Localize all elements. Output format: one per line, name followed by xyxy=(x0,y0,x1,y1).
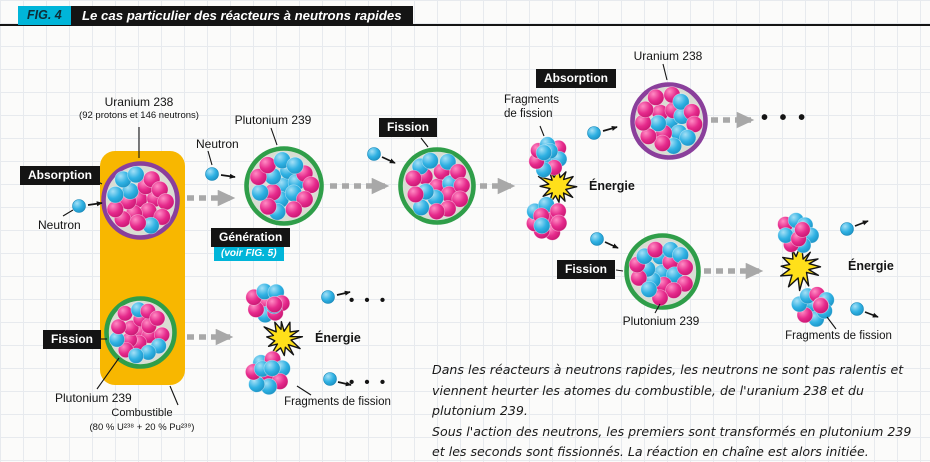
figure-number-badge: FIG. 4 xyxy=(18,6,71,25)
connector-line xyxy=(615,269,624,272)
connector-line xyxy=(296,385,312,396)
generation-fig5-ref: (voir FIG. 5) xyxy=(214,247,284,261)
plutonium-239-label-rod: Plutonium 239 xyxy=(55,391,132,405)
plutonium-239-atom-fission xyxy=(398,147,476,230)
absorption-tag-right: Absorption xyxy=(536,69,616,88)
plutonium-239-label-generation: Plutonium 239 xyxy=(234,113,312,127)
fission-tag-top: Fission xyxy=(379,118,438,137)
fission-fragments-cluster xyxy=(790,281,838,334)
uranium-238-atom-rod xyxy=(101,161,180,245)
uranium-238-label-right: Uranium 238 xyxy=(633,49,703,63)
fission-fragments-cluster xyxy=(243,349,292,403)
header-rule xyxy=(0,24,930,26)
absorption-tag-left: Absorption xyxy=(20,166,100,185)
fragments-label-bottom: Fragments de fission xyxy=(284,396,391,408)
fission-fragments-cluster xyxy=(243,279,292,333)
caption-line: et les seconds sont fissionnés. La réact… xyxy=(432,444,869,459)
plutonium-239-atom-rod xyxy=(104,296,177,374)
energy-label-right: Énergie xyxy=(848,259,894,273)
fission-tag-right: Fission xyxy=(557,260,616,279)
neutron-particle xyxy=(321,290,351,304)
fission-fragments-cluster xyxy=(773,209,820,261)
neutron-particle xyxy=(323,372,352,387)
connector-line xyxy=(62,209,74,217)
connector-line xyxy=(662,63,668,81)
caption-text: Dans les réacteurs à neutrons rapides, l… xyxy=(432,360,924,462)
ellipsis-dots-bottom-1: • • • xyxy=(349,292,389,309)
uranium-238-label-rod: Uranium 238 xyxy=(104,95,174,109)
caption-line: Sous l'action des neutrons, les premiers… xyxy=(432,423,912,439)
fragments-label-mid: Fragments de fission xyxy=(504,94,559,121)
energy-burst-icon xyxy=(259,315,306,367)
connector-line xyxy=(207,150,213,166)
neutron-particle xyxy=(205,167,236,181)
neutron-particle xyxy=(590,232,619,249)
energy-label-bottom: Énergie xyxy=(315,331,361,345)
fission-fragments-cluster xyxy=(525,134,572,186)
neutron-particle xyxy=(840,220,869,236)
caption-line: Dans les réacteurs à neutrons rapides, l… xyxy=(432,362,904,377)
caption-line: viennent heurter les atomes du combustib… xyxy=(432,382,864,419)
fragments-label-mid-line2: de fission xyxy=(504,107,553,120)
fragments-label-right: Fragments de fission xyxy=(785,330,892,342)
combustible-detail-label: (80 % U²³⁸ + 20 % Pu²³⁹) xyxy=(89,422,195,433)
connector-line xyxy=(270,127,278,146)
uranium-238-detail-label: (92 protons et 146 neutrons) xyxy=(79,110,199,121)
plutonium-239-label-right: Plutonium 239 xyxy=(622,314,700,328)
uranium-238-atom-right xyxy=(630,82,708,165)
fission-fragments-cluster xyxy=(522,196,571,250)
energy-burst-icon xyxy=(774,241,826,298)
energy-burst-icon xyxy=(534,163,581,215)
connector-line xyxy=(169,385,179,406)
neutron-particle xyxy=(587,126,618,140)
energy-label-mid: Énergie xyxy=(589,179,635,193)
neutron-particle xyxy=(72,199,103,213)
ellipsis-dots-bottom-2: • • • xyxy=(349,374,389,391)
neutron-label-left: Neutron xyxy=(38,218,81,232)
plutonium-239-atom-right xyxy=(624,233,701,315)
neutron-particle xyxy=(850,302,879,318)
neutron-particle xyxy=(367,147,396,164)
neutron-label-generation: Neutron xyxy=(196,137,239,151)
fragments-label-mid-line1: Fragments xyxy=(504,94,559,106)
figure-title: Le cas particulier des réacteurs à neutr… xyxy=(71,6,413,26)
generation-tag: Génération xyxy=(211,228,291,247)
plutonium-239-atom-generation xyxy=(244,146,324,231)
combustible-label: Combustible xyxy=(111,407,173,419)
ellipsis-dots-top: • • • xyxy=(761,107,809,129)
fission-tag-left: Fission xyxy=(43,330,102,349)
connector-line xyxy=(420,137,429,148)
